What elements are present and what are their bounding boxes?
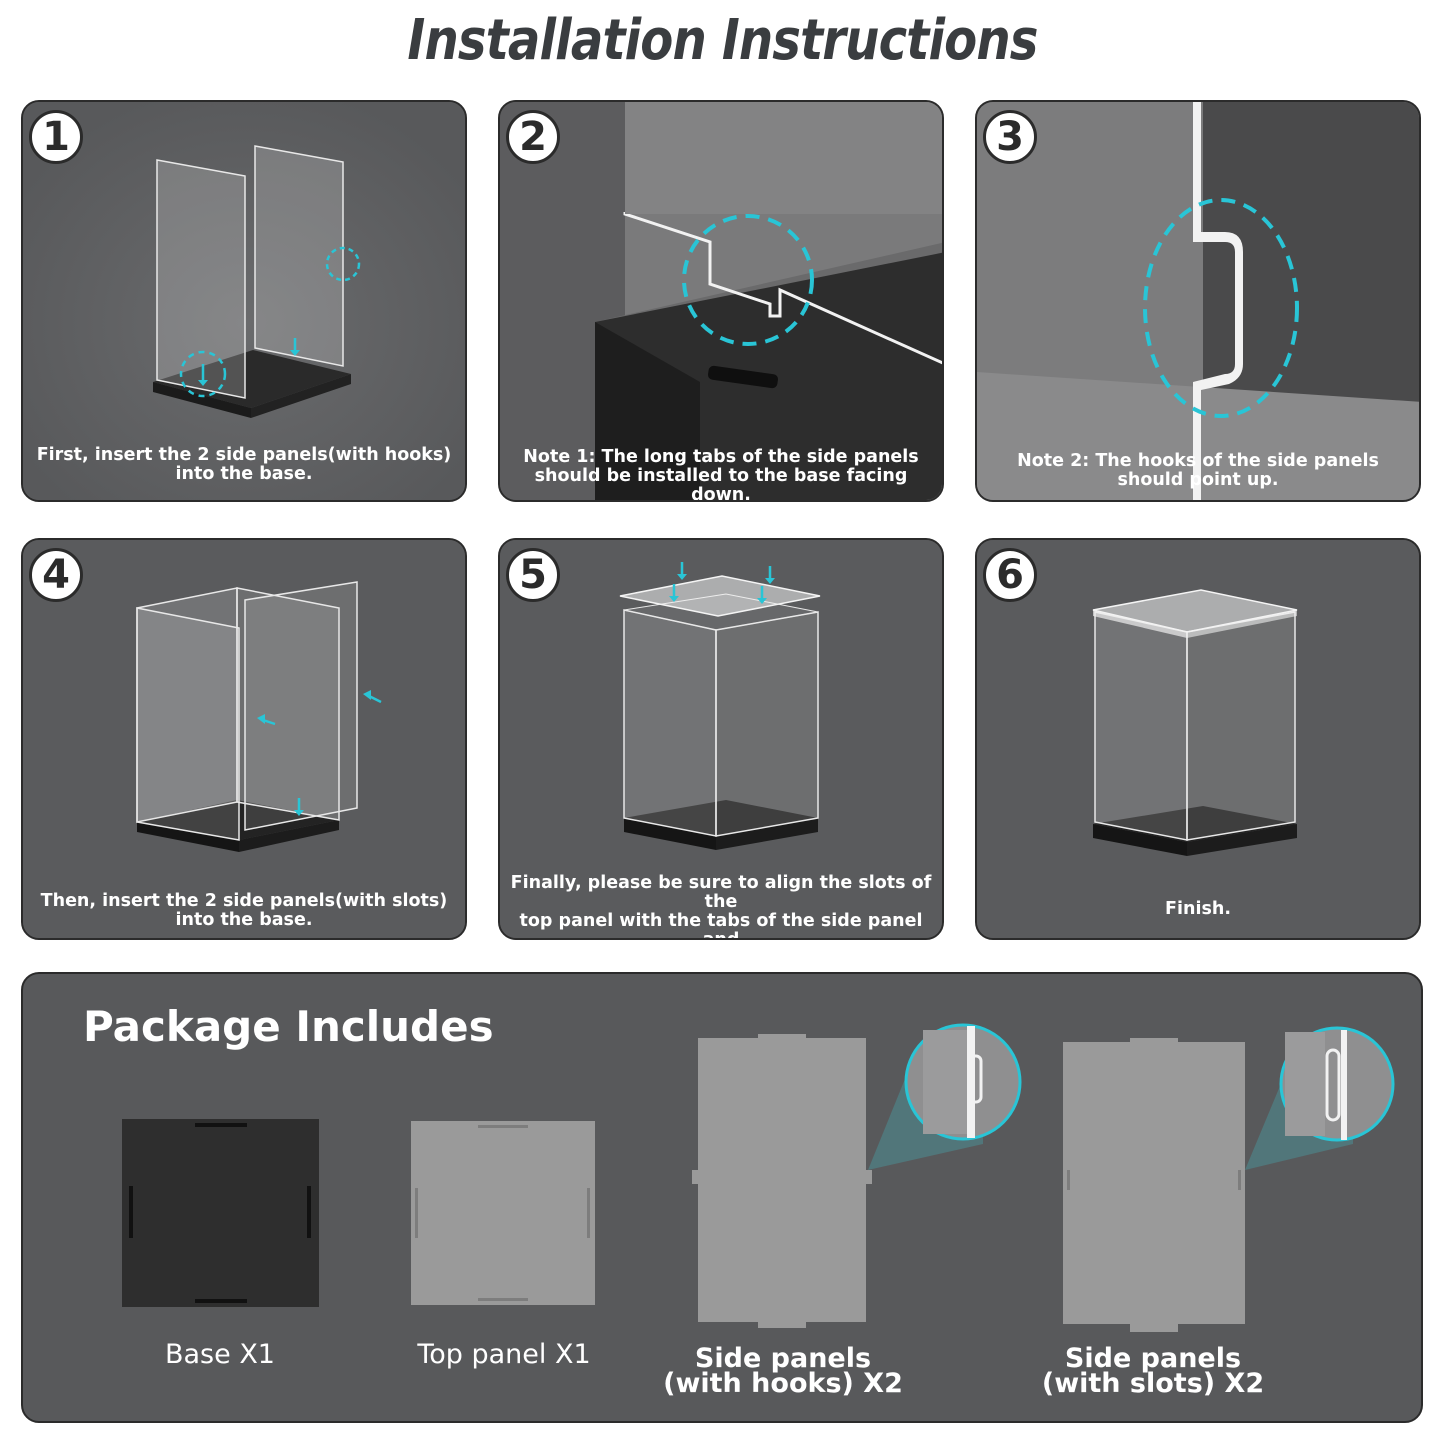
step-3-illustration <box>977 102 1419 500</box>
step-5-illustration <box>500 540 942 938</box>
step-number: 5 <box>506 548 560 602</box>
step-number: 6 <box>983 548 1037 602</box>
side-panel-slots-icon <box>1063 1026 1395 1332</box>
package-item-label: Side panels (with slots) X2 <box>1041 1343 1265 1399</box>
package-item-label: Top panel X1 <box>417 1339 591 1370</box>
side-panel-hooks-icon <box>692 1023 1022 1328</box>
step-caption: Finally, please be sure to align the slo… <box>510 873 932 940</box>
step-6-illustration <box>977 540 1419 938</box>
base-plate-icon <box>122 1119 319 1307</box>
step-3-card: 3 Note 2: The hooks of the side panels s… <box>975 100 1421 502</box>
page-title: Installation Instructions <box>407 8 1038 73</box>
step-number: 2 <box>506 110 560 164</box>
step-caption: Note 2: The hooks of the side panels sho… <box>1017 451 1379 490</box>
package-item-label: Base X1 <box>164 1339 275 1370</box>
step-4-illustration <box>23 540 465 938</box>
step-2-illustration <box>500 102 942 500</box>
step-caption: Note 1: The long tabs of the side panels… <box>523 447 919 502</box>
top-panel-icon <box>411 1121 595 1305</box>
step-number: 3 <box>983 110 1037 164</box>
step-4-card: 4 Then, insert the 2 side panels(with sl… <box>21 538 467 940</box>
step-caption: First, insert the 2 side panels(with hoo… <box>36 445 452 484</box>
step-number: 4 <box>29 548 83 602</box>
package-illustration <box>122 1023 1395 1332</box>
step-6-card: 6 Finish. <box>975 538 1421 940</box>
step-caption: Then, insert the 2 side panels(with slot… <box>40 891 448 930</box>
step-2-card: 2 Note 1: The long tabs of the side pane… <box>498 100 944 502</box>
step-caption: Finish. <box>1165 899 1231 919</box>
step-number: 1 <box>29 110 83 164</box>
step-1-card: 1 First, insert the 2 side panels(with h… <box>21 100 467 502</box>
package-includes-card: Package Includes Base X1 Top panel X1 Si… <box>21 972 1423 1423</box>
step-1-illustration <box>23 102 465 500</box>
step-5-card: 5 Finally, please be sure to align the s… <box>498 538 944 940</box>
package-item-label: Side panels (with hooks) X2 <box>663 1343 903 1399</box>
package-title: Package Includes <box>83 1002 494 1051</box>
